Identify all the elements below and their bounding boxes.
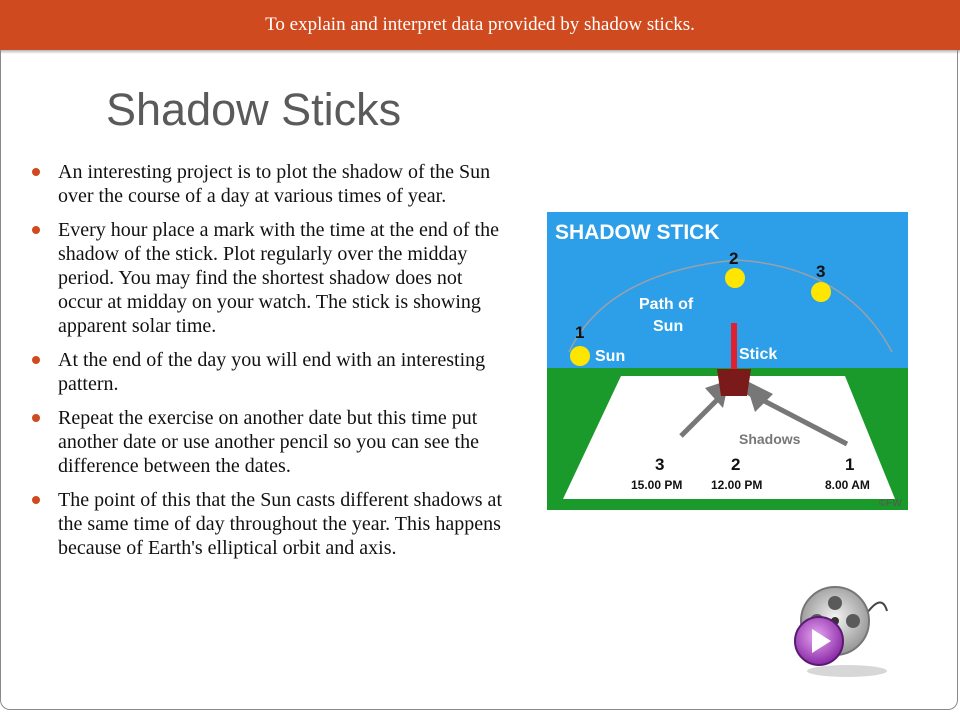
mark-number: 3 bbox=[655, 455, 664, 474]
film-reel-graphic bbox=[794, 586, 888, 677]
sun-number: 3 bbox=[816, 262, 825, 281]
shadow-stick-diagram: SHADOW STICK 1 2 3 Sun Path of Sun Stick… bbox=[547, 212, 908, 510]
mark-number: 2 bbox=[731, 455, 740, 474]
sun-icon bbox=[570, 346, 590, 366]
time-label: 15.00 PM bbox=[631, 478, 682, 492]
stick-label: Stick bbox=[739, 346, 777, 363]
slide-frame bbox=[0, 50, 958, 710]
stick bbox=[731, 323, 737, 373]
banner-shadow bbox=[0, 50, 960, 54]
bullet-list: An interesting project is to plot the sh… bbox=[30, 160, 510, 570]
sky bbox=[547, 212, 908, 372]
stick-pot bbox=[717, 369, 751, 396]
shadows-label: Shadows bbox=[739, 431, 801, 447]
time-label: 8.00 AM bbox=[825, 478, 870, 492]
path-label: Sun bbox=[653, 318, 683, 335]
slide-banner: To explain and interpret data provided b… bbox=[0, 0, 960, 50]
diagram-title: SHADOW STICK bbox=[555, 221, 720, 244]
slide-title: Shadow Sticks bbox=[106, 84, 402, 135]
ground-board bbox=[563, 376, 895, 499]
copyright-label: ©FW bbox=[879, 498, 902, 509]
bullet-item: The point of this that the Sun casts dif… bbox=[30, 488, 510, 560]
film-reel-play-icon[interactable] bbox=[787, 583, 897, 681]
sun-number: 1 bbox=[575, 323, 584, 342]
bullet-item: At the end of the day you will end with … bbox=[30, 348, 510, 396]
diagram-canvas: SHADOW STICK 1 2 3 Sun Path of Sun Stick… bbox=[547, 212, 908, 510]
bullet-item: An interesting project is to plot the sh… bbox=[30, 160, 510, 208]
bullet-item: Repeat the exercise on another date but … bbox=[30, 406, 510, 478]
sun-icon bbox=[725, 268, 745, 288]
shadow-1-head bbox=[745, 380, 773, 412]
sun-label: Sun bbox=[595, 348, 625, 365]
time-label: 12.00 PM bbox=[711, 478, 762, 492]
sun-icon bbox=[811, 282, 831, 302]
bullet-item: Every hour place a mark with the time at… bbox=[30, 218, 510, 338]
sun-number: 2 bbox=[729, 249, 738, 268]
path-label: Path of bbox=[639, 296, 694, 313]
mark-number: 1 bbox=[845, 455, 854, 474]
sun-path-arc bbox=[568, 259, 893, 353]
